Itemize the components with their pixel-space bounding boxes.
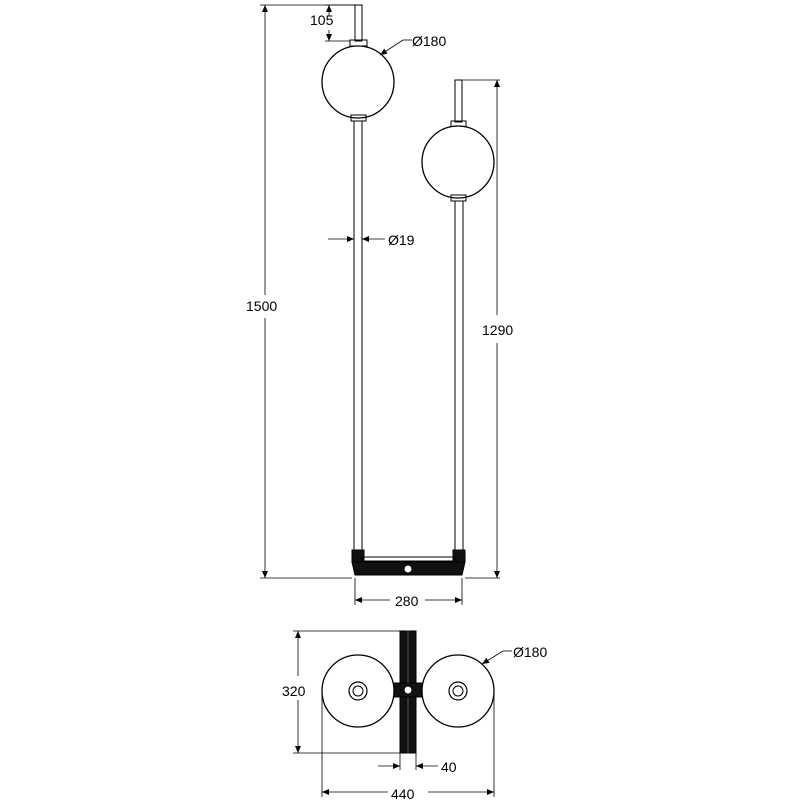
dim-spacing-label: 40 <box>441 759 457 775</box>
short-lamp-arm <box>421 79 495 554</box>
tall-lamp-arm <box>321 4 395 554</box>
dim-total-height: 1500 <box>246 4 355 579</box>
short-globe <box>421 125 495 199</box>
dim-base-width-label: 280 <box>395 593 419 609</box>
dim-globe-top-label: Ø180 <box>513 644 547 660</box>
dim-globe-front-label: Ø180 <box>412 33 446 49</box>
dim-base-depth-label: 320 <box>282 683 306 699</box>
top-view: 320 Ø180 40 440 <box>282 630 547 800</box>
dim-short-height: 1290 <box>462 79 513 579</box>
top-cross-base <box>383 630 433 754</box>
tall-rod <box>353 120 363 554</box>
dim-base-width: 280 <box>354 578 463 609</box>
front-base <box>351 549 466 576</box>
dim-globe-top: Ø180 <box>481 644 547 665</box>
tall-globe <box>321 45 395 119</box>
short-rod <box>454 200 464 554</box>
dim-base-depth: 320 <box>282 630 400 754</box>
dim-rod-label: Ø19 <box>388 232 415 248</box>
dim-top-offset: 105 <box>310 4 355 42</box>
top-globe-right <box>421 654 495 728</box>
dim-top-offset-label: 105 <box>310 12 334 28</box>
dim-globe-front: Ø180 <box>379 33 446 56</box>
dim-spacing: 40 <box>378 753 457 775</box>
dim-overall-width-label: 440 <box>391 786 415 800</box>
front-view: 105 Ø180 Ø19 1500 1290 <box>246 4 513 609</box>
top-globe-left <box>321 654 395 728</box>
dim-rod: Ø19 <box>328 232 415 248</box>
dim-total-height-label: 1500 <box>246 298 277 314</box>
dim-overall-width: 440 <box>321 691 495 800</box>
dim-short-height-label: 1290 <box>482 322 513 338</box>
